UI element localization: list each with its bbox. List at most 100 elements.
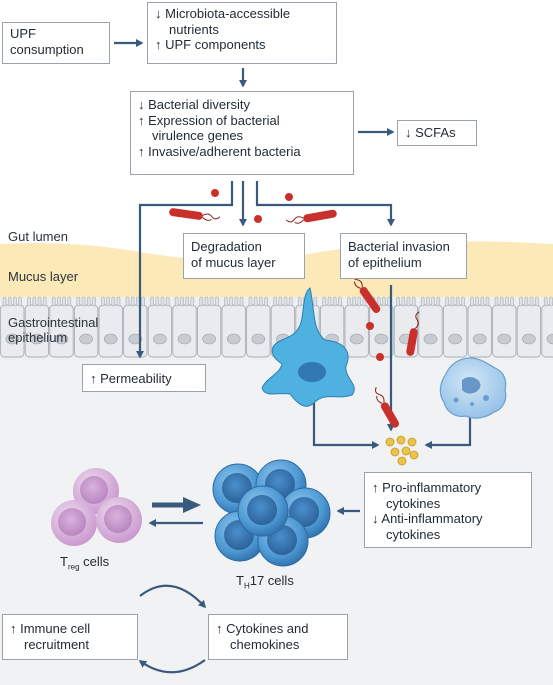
epithelial-cell [123, 304, 148, 358]
epithelial-cell [467, 304, 492, 358]
bacterial-changes-line-1: ↓ Bacterial diversity [138, 97, 250, 112]
microvillus [288, 296, 293, 307]
mucus-layer-label: Mucus layer [8, 269, 79, 284]
arrow-recruitment-to-cytokines [139, 584, 207, 609]
th17-cells [212, 459, 331, 567]
microvillus [470, 296, 474, 307]
microbiota-nutrients-box: ↓ Microbiota-accessible nutrients ↑ UPF … [147, 2, 337, 64]
microvillus [86, 296, 91, 307]
cytokine-dots [385, 435, 419, 466]
epithelial-nucleus [103, 333, 118, 345]
microvillus [62, 296, 66, 307]
cytokines-chemokines-line-1: ↑ Cytokines and [216, 621, 309, 636]
th17-cells-label: TH17 cells [236, 573, 294, 591]
bacterial-invasion-box: Bacterial invasion of epithelium [340, 233, 467, 279]
gut-lumen-label: Gut lumen [8, 229, 68, 244]
bacterial-changes-box: ↓ Bacterial diversity ↑ Expression of ba… [130, 91, 354, 175]
cytokines-balance-line-4: cytokines [386, 526, 441, 542]
epithelial-nucleus [522, 333, 536, 345]
epithelial-cell [516, 304, 542, 358]
immune-recruitment-line-1: ↑ Immune cell [10, 621, 91, 636]
microvillus [505, 296, 509, 307]
epithelial-nucleus [423, 333, 438, 345]
epithelial-nucleus [30, 333, 44, 345]
microvillus [401, 296, 406, 307]
upf-consumption-box: UPF consumption [2, 22, 110, 64]
bacterial-changes-line-3: virulence genes [152, 128, 244, 143]
microvillus [215, 296, 219, 307]
epithelial-nucleus [79, 333, 93, 345]
microvillus [2, 296, 7, 307]
invading-bacteria [352, 272, 420, 428]
microvillus [396, 296, 400, 307]
microvillus [332, 296, 337, 307]
microvillus [322, 296, 327, 307]
microvillus [338, 296, 342, 307]
microvillus [160, 296, 165, 307]
epithelial-nucleus [448, 333, 462, 345]
microvillus [411, 296, 416, 307]
epithelial-cell [344, 304, 369, 358]
microvillus [130, 296, 135, 307]
treg-cells [51, 468, 142, 546]
flow-arrows [114, 39, 472, 674]
epithelial-nucleus [349, 333, 364, 345]
microvillus [116, 296, 121, 307]
th17-nucleus [247, 495, 277, 525]
microvillus [27, 296, 31, 307]
epithelium-label: Gastrointestinal epithelium [8, 315, 98, 345]
microvillus [42, 296, 47, 307]
microvillus [37, 296, 42, 307]
epithelial-nucleus [54, 333, 69, 345]
microvillus [67, 296, 72, 307]
microvillus [480, 296, 485, 307]
epithelial-cell [0, 304, 25, 358]
cytokines-balance-box: ↑ Pro-inflammatory cytokines ↓ Anti-infl… [364, 472, 532, 548]
microvillus [209, 296, 214, 307]
epithelial-nucleus [202, 333, 216, 345]
microvillus [13, 296, 17, 307]
bacterial-changes-line-2: ↑ Expression of bacterial [138, 112, 280, 128]
arrow-treg-to-th17-head [183, 497, 201, 513]
epithelial-nucleus [153, 333, 167, 345]
microvillus [155, 296, 160, 307]
microvillus [111, 296, 116, 307]
mucus-degradation-line-2: of mucus layer [191, 254, 276, 270]
treg-label-main: T [60, 554, 68, 569]
microvillus [450, 296, 455, 307]
microbiota-line-3: ↑ UPF components [155, 37, 266, 52]
microvillus [76, 296, 81, 307]
microvillus [352, 296, 356, 307]
microvillus [347, 296, 351, 307]
epithelial-cell [98, 304, 123, 358]
microvillus [174, 296, 179, 307]
epithelium-label-line-2: epithelium [8, 330, 68, 345]
th17-label-suffix: 17 cells [249, 573, 294, 588]
cytokines-balance-line-1: ↑ Pro-inflammatory [372, 480, 482, 495]
microvillus [494, 296, 499, 307]
epithelial-cell [246, 304, 271, 358]
microvillus [529, 296, 534, 307]
microvillus [406, 296, 411, 307]
microvillus [141, 296, 145, 307]
microvillus [199, 296, 204, 307]
microbiota-line-2: nutrients [169, 21, 219, 37]
th17-label-sub: H [243, 581, 250, 591]
bacterial-changes-line-4: ↑ Invasive/adherent bacteria [138, 143, 301, 159]
epithelial-cell [147, 304, 173, 358]
microvillus [224, 296, 228, 307]
epithelial-nucleus [226, 333, 241, 345]
microvillus [534, 296, 539, 307]
microvillus [510, 296, 514, 307]
microvillus [165, 296, 170, 307]
lumen-bacteria [169, 189, 337, 224]
mucus-degradation-line-1: Degradation [191, 239, 262, 254]
arrow-to-permeability [136, 181, 234, 359]
epithelial-nucleus [128, 333, 143, 345]
epithelium-label-line-1: Gastrointestinal [8, 315, 99, 330]
microvillus [382, 296, 386, 307]
microvillus [313, 296, 318, 307]
immune-recruitment-box: ↑ Immune cell recruitment [2, 614, 138, 660]
microvillus [455, 296, 460, 307]
